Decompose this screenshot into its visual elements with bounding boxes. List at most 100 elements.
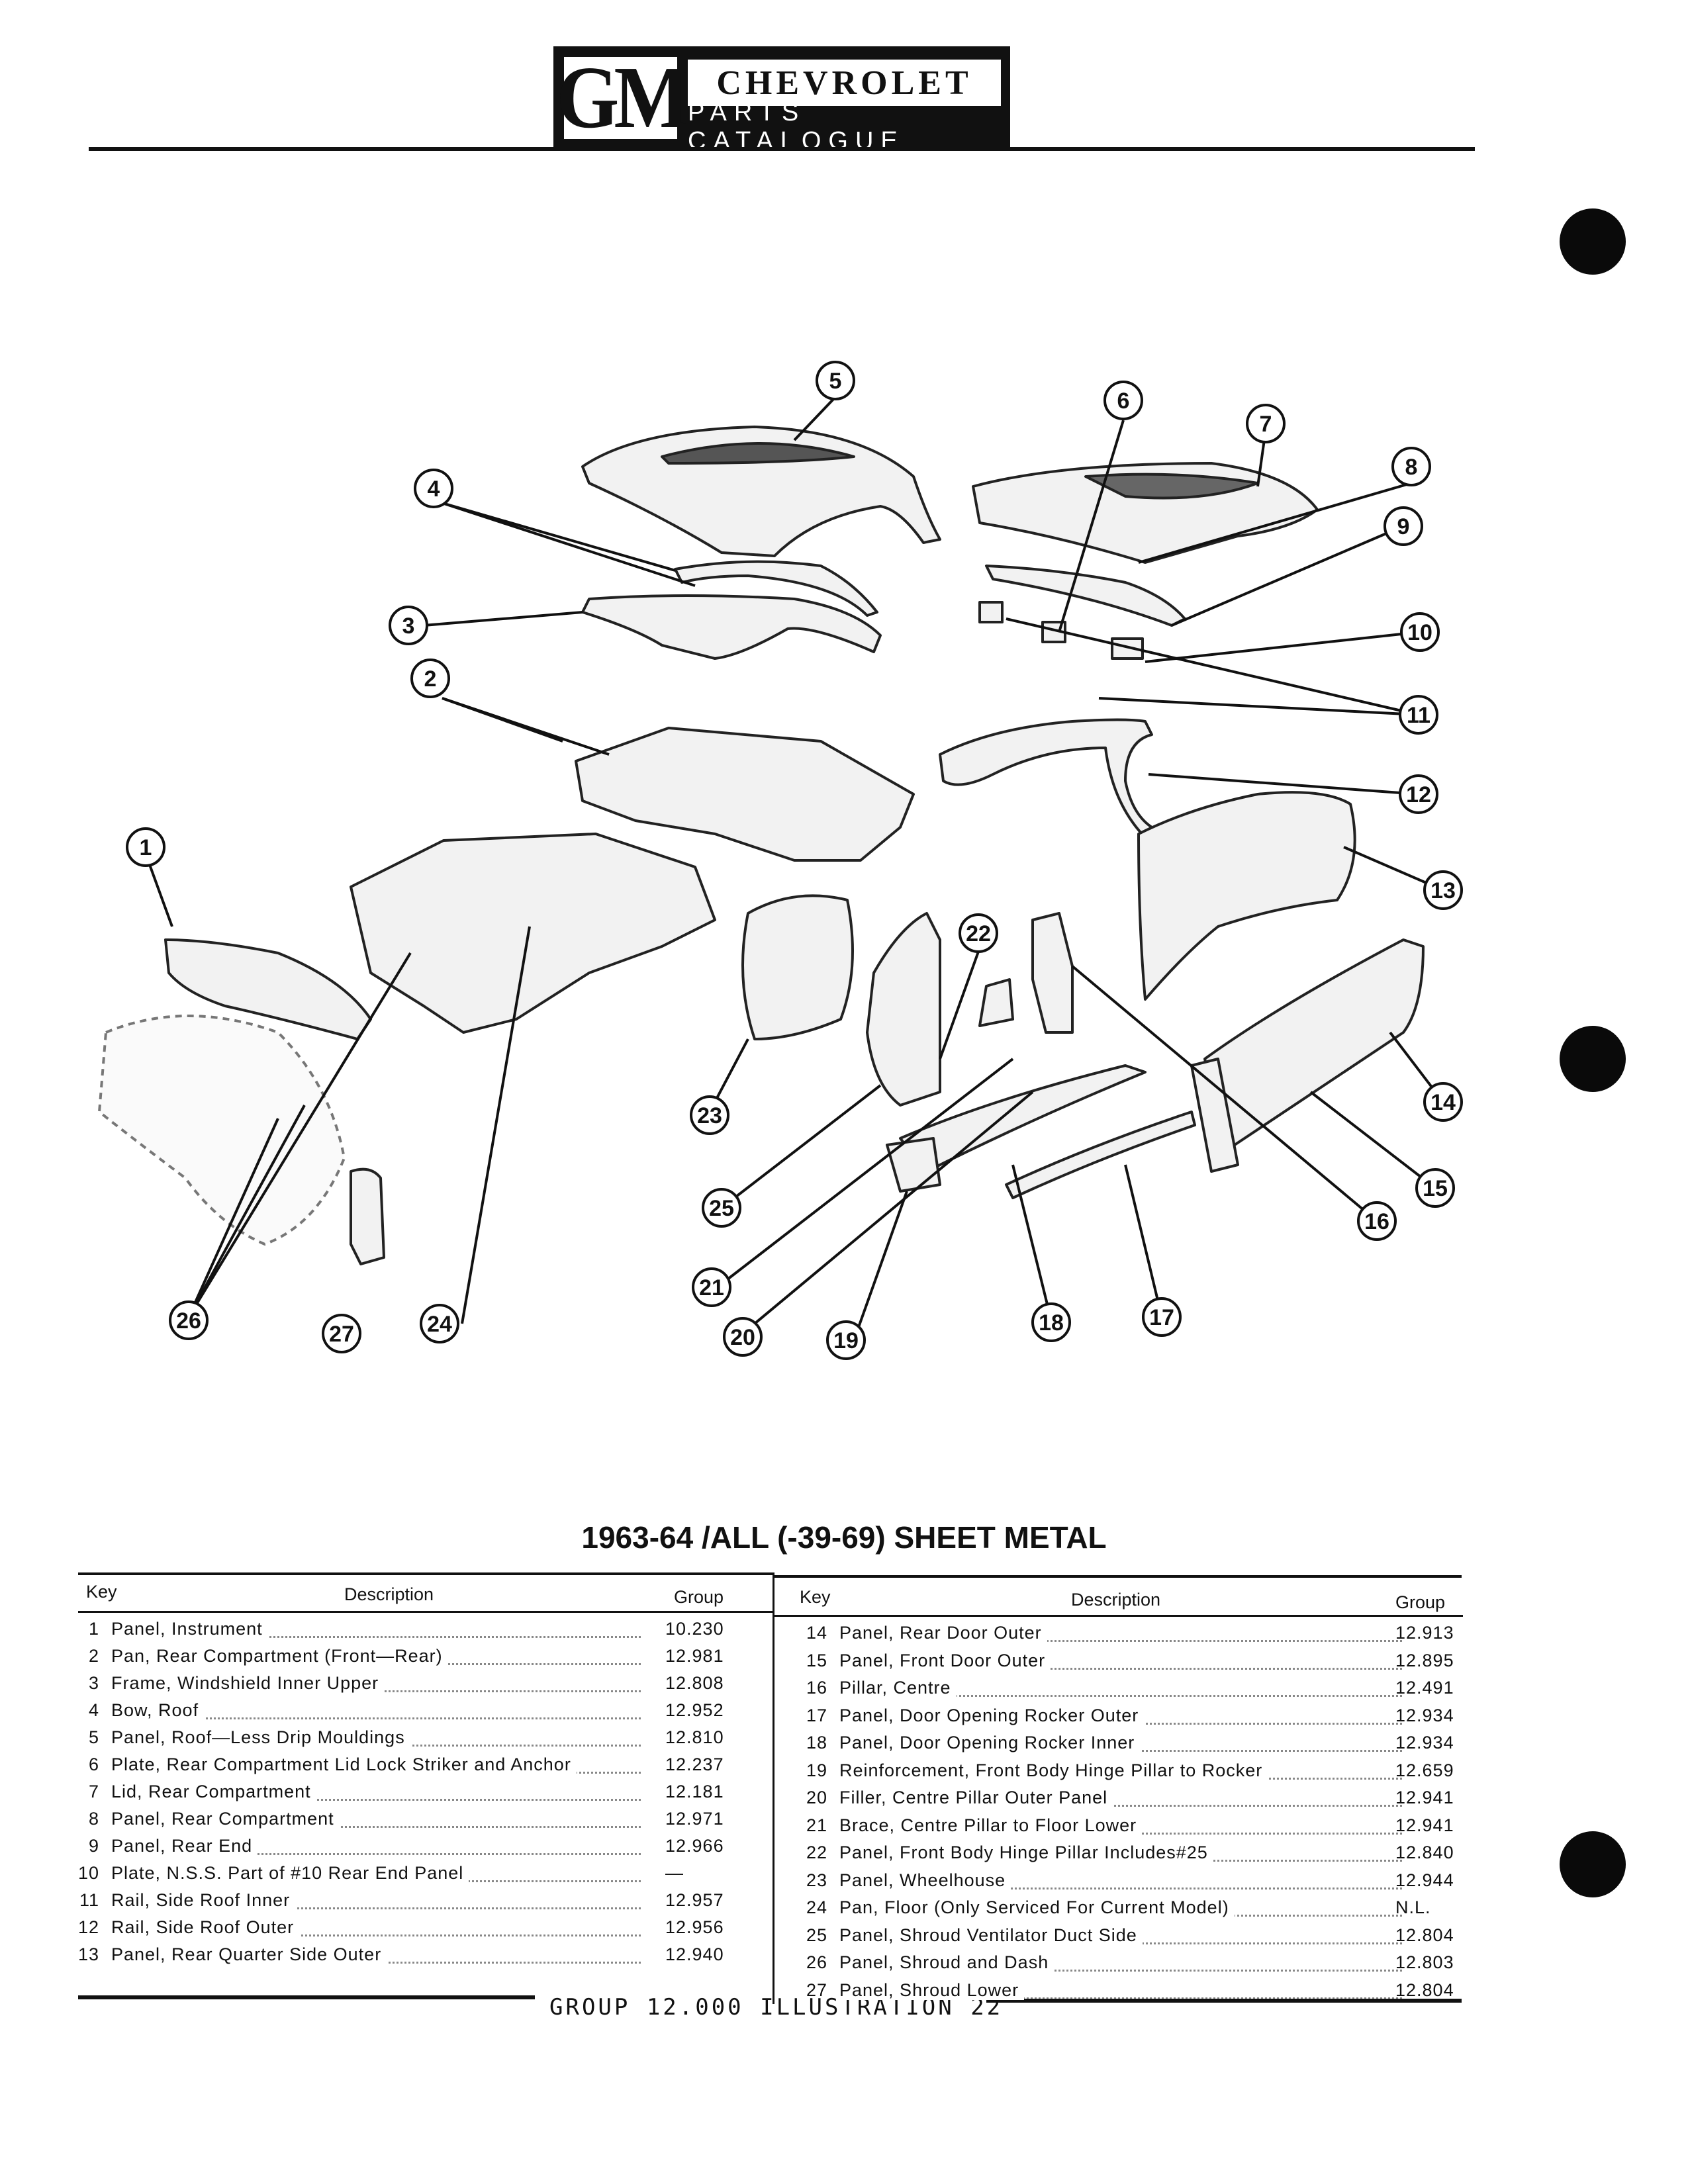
table-column-divider <box>773 1574 774 2004</box>
callout-16 <box>1357 1201 1397 1241</box>
part-group: 10.230 <box>665 1619 724 1639</box>
part-description: Panel, Wheelhouse <box>839 1870 1011 1890</box>
part-rocker-outer <box>1005 1111 1196 1199</box>
leader-dots <box>111 1934 641 1936</box>
callout-21 <box>692 1267 731 1307</box>
part-description: Pan, Rear Compartment (Front—Rear) <box>111 1646 448 1666</box>
part-key: 7 <box>88 1782 99 1801</box>
callout-label: 27 <box>329 1322 354 1347</box>
part-description-cell: Rail, Side Roof Outer <box>111 1917 641 1938</box>
part-description-cell: Panel, Rear End <box>111 1836 641 1856</box>
part-description-cell: Lid, Rear Compartment <box>111 1782 641 1802</box>
part-group: 12.941 <box>1395 1815 1454 1835</box>
part-description-cell: Panel, Front Door Outer <box>839 1650 1402 1671</box>
callout-5 <box>816 361 855 400</box>
callout-label: 11 <box>1407 703 1430 728</box>
part-floor-pan <box>350 833 716 1034</box>
part-group: 12.804 <box>1395 1925 1454 1945</box>
part-description: Reinforcement, Front Body Hinge Pillar t… <box>839 1760 1268 1780</box>
part-windshield-frame <box>581 594 882 660</box>
callout-label: 26 <box>176 1308 201 1334</box>
table-top-rule-left <box>78 1572 774 1575</box>
part-key: 16 <box>806 1678 827 1698</box>
parts-table-row: 6 Plate, Rear Compartment Lid Lock Strike… <box>60 1754 761 1781</box>
part-group: 12.491 <box>1395 1678 1454 1698</box>
part-rear-door <box>1203 938 1425 1153</box>
part-description: Frame, Windshield Inner Upper <box>111 1673 385 1693</box>
leader-dots <box>839 1887 1402 1889</box>
part-key: 24 <box>806 1897 827 1917</box>
part-description: Panel, Rear End <box>111 1836 258 1856</box>
callout-label: 9 <box>1397 514 1410 539</box>
part-key: 20 <box>806 1788 827 1807</box>
leader-dots <box>839 1997 1402 1999</box>
gm-logo-text: GM <box>556 48 690 147</box>
part-group: 12.840 <box>1395 1843 1454 1862</box>
part-key: 2 <box>88 1646 99 1666</box>
right-key-header: Key <box>800 1587 831 1607</box>
part-description: Filler, Centre Pillar Outer Panel <box>839 1788 1113 1807</box>
part-description: Bow, Roof <box>111 1700 205 1720</box>
callout-12 <box>1399 774 1438 814</box>
part-description-cell: Panel, Door Opening Rocker Outer <box>839 1705 1402 1726</box>
binder-hole-middle <box>1560 1026 1626 1092</box>
part-key: 12 <box>77 1917 99 1937</box>
part-wheelhouse <box>741 894 854 1040</box>
callout-label: 15 <box>1423 1176 1448 1201</box>
right-description-header: Description <box>1071 1590 1161 1610</box>
part-group: 12.913 <box>1395 1623 1454 1643</box>
callout-17 <box>1142 1297 1182 1337</box>
callout-label: 6 <box>1117 388 1130 414</box>
gm-logo: GM <box>556 53 690 142</box>
part-key: 6 <box>88 1754 99 1774</box>
part-key: 13 <box>77 1944 99 1964</box>
part-key: 4 <box>88 1700 99 1720</box>
callout-24 <box>420 1304 459 1343</box>
callout-label: 16 <box>1364 1209 1389 1234</box>
callout-10 <box>1400 612 1440 652</box>
callout-14 <box>1423 1082 1463 1122</box>
part-description: Panel, Roof—Less Drip Mouldings <box>111 1727 410 1747</box>
part-description: Panel, Door Opening Rocker Inner <box>839 1733 1141 1752</box>
callout-label: 14 <box>1430 1090 1456 1115</box>
callout-label: 5 <box>829 369 842 394</box>
part-group: — <box>665 1863 684 1883</box>
part-description: Panel, Instrument <box>111 1619 268 1639</box>
leader-dots <box>111 1717 641 1719</box>
callout-23 <box>690 1095 729 1135</box>
part-group: 12.804 <box>1395 1979 1454 2000</box>
part-description: Panel, Rear Quarter Side Outer <box>111 1944 387 1964</box>
part-key: 17 <box>806 1705 827 1725</box>
part-description: Plate, N.S.S. Part of #10 Rear End Panel <box>111 1863 469 1883</box>
leader-dots <box>839 1695 1402 1697</box>
part-description-cell: Plate, Rear Compartment Lid Lock Striker… <box>111 1754 641 1775</box>
part-key: 21 <box>806 1815 827 1835</box>
part-key: 11 <box>79 1890 99 1910</box>
part-front-door <box>1190 1058 1239 1173</box>
callout-8 <box>1391 447 1431 486</box>
part-group: N.L. <box>1395 1897 1431 1917</box>
header-rule <box>89 147 1475 151</box>
part-key: 26 <box>806 1952 827 1972</box>
part-roof-bow <box>674 560 878 617</box>
leader-dots <box>111 1826 641 1828</box>
part-description: Rail, Side Roof Inner <box>111 1890 296 1910</box>
part-description-cell: Panel, Door Opening Rocker Inner <box>839 1733 1402 1753</box>
table-title: 1963-64 /ALL (-39-69) SHEET METAL <box>581 1520 1107 1555</box>
part-group: 12.659 <box>1395 1760 1454 1780</box>
part-group: 12.957 <box>665 1890 724 1910</box>
leader-dots <box>111 1799 641 1801</box>
callout-label: 20 <box>730 1325 755 1350</box>
table-top-rule-right <box>773 1575 1462 1578</box>
part-description: Panel, Rear Door Outer <box>839 1623 1047 1643</box>
